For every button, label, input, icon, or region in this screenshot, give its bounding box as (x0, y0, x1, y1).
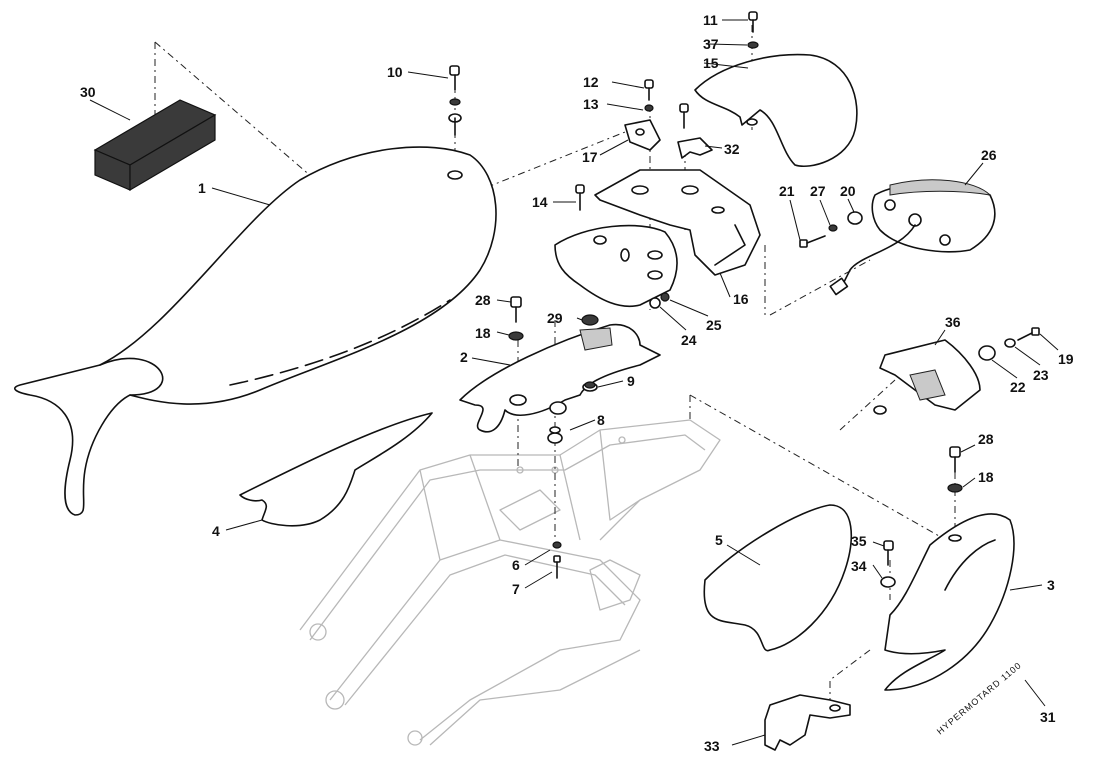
bracket-part-33 (764, 694, 851, 751)
callout-29: 29 (547, 310, 563, 326)
callout-7: 7 (512, 581, 520, 597)
callout-3: 3 (1047, 577, 1055, 593)
tail-light-part-26 (829, 179, 996, 296)
callout-2: 2 (460, 349, 468, 365)
foam-block-part-30 (93, 99, 217, 192)
seat-cover-part-4 (239, 412, 433, 527)
callout-36: 36 (945, 314, 961, 330)
callout-34: 34 (851, 558, 867, 574)
leader-lines (89, 19, 1059, 746)
clip-part-32 (677, 137, 713, 159)
callout-15: 15 (703, 55, 719, 71)
callout-5: 5 (715, 532, 723, 548)
callout-26: 26 (981, 147, 997, 163)
callout-28-upper: 28 (475, 292, 491, 308)
callout-25: 25 (706, 317, 722, 333)
callout-37: 37 (703, 36, 719, 52)
callout-32: 32 (724, 141, 740, 157)
callout-31: 31 (1040, 709, 1056, 725)
callout-28-lower: 28 (978, 431, 994, 447)
callout-23: 23 (1033, 367, 1049, 383)
callout-27: 27 (810, 183, 826, 199)
callout-1: 1 (198, 180, 206, 196)
callout-17: 17 (582, 149, 598, 165)
seat-part-1 (14, 146, 497, 516)
hardware-fasteners (448, 11, 1040, 588)
bracket-part-17 (624, 119, 661, 151)
callout-19: 19 (1058, 351, 1074, 367)
callout-21: 21 (779, 183, 795, 199)
callout-18-upper: 18 (475, 325, 491, 341)
callout-6: 6 (512, 557, 520, 573)
callout-16: 16 (733, 291, 749, 307)
callout-9: 9 (627, 373, 635, 389)
callout-18-lower: 18 (978, 469, 994, 485)
callout-35: 35 (851, 533, 867, 549)
callout-10: 10 (387, 64, 403, 80)
callout-14: 14 (532, 194, 548, 210)
callout-20: 20 (840, 183, 856, 199)
callout-4: 4 (212, 523, 220, 539)
callout-11: 11 (703, 12, 718, 28)
tail-cover-part-15 (694, 53, 858, 167)
decal-text: HYPERMOTARD 1100 (935, 660, 1024, 737)
mounting-plate (554, 224, 678, 308)
lock-plate-part-16 (594, 169, 761, 276)
callout-30: 30 (80, 84, 96, 100)
callout-24: 24 (681, 332, 697, 348)
callout-8: 8 (597, 412, 605, 428)
side-panel-part-3: HYPERMOTARD 1100 (884, 513, 1024, 737)
plate-light-part-36 (873, 339, 981, 415)
callout-13: 13 (583, 96, 599, 112)
callout-22: 22 (1010, 379, 1026, 395)
tail-cover-part-2 (459, 323, 661, 433)
rear-subframe (299, 419, 721, 746)
side-panel-part-5 (703, 504, 853, 652)
callout-12: 12 (583, 74, 599, 90)
callout-33: 33 (704, 738, 720, 754)
callout-labels: 1 2 3 4 5 6 7 8 9 10 11 12 13 14 15 16 1… (80, 12, 1074, 754)
